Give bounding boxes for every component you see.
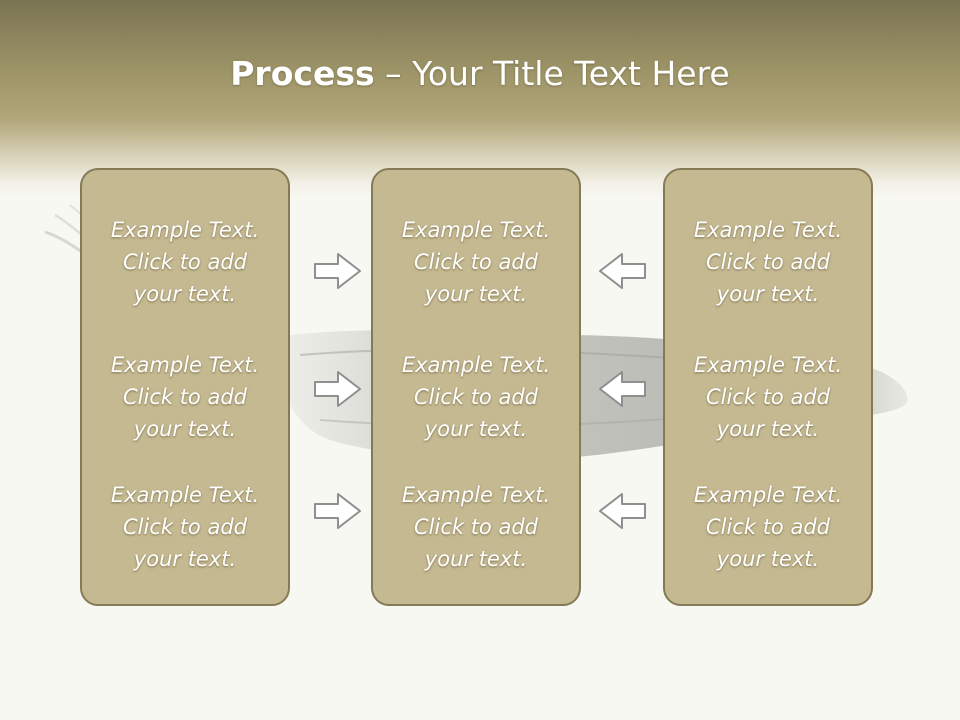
- arrow-right-icon[interactable]: [314, 370, 362, 408]
- text-line: Example Text.: [401, 353, 551, 377]
- slide-title[interactable]: Process – Your Title Text Here: [0, 52, 960, 96]
- text-line: Example Text.: [693, 218, 843, 242]
- text-line: your text.: [133, 282, 237, 306]
- panel-text-block[interactable]: Example Text. Click to add your text.: [665, 479, 871, 575]
- arrow-left-icon[interactable]: [598, 370, 646, 408]
- process-panel-left[interactable]: Example Text. Click to add your text. Exam…: [80, 168, 290, 606]
- arrow-right-icon[interactable]: [314, 252, 362, 290]
- text-line: Example Text.: [110, 483, 260, 507]
- text-line: your text.: [716, 417, 820, 441]
- text-line: Example Text.: [110, 353, 260, 377]
- panel-text-block[interactable]: Example Text. Click to add your text.: [373, 214, 579, 310]
- text-line: Click to add: [705, 515, 830, 539]
- title-bar: [0, 0, 960, 200]
- text-line: your text.: [424, 547, 528, 571]
- text-line: Example Text.: [693, 353, 843, 377]
- text-line: Click to add: [122, 385, 247, 409]
- text-line: Example Text.: [401, 483, 551, 507]
- arrow-left-icon[interactable]: [598, 492, 646, 530]
- text-line: your text.: [716, 547, 820, 571]
- text-line: Click to add: [705, 250, 830, 274]
- text-line: your text.: [716, 282, 820, 306]
- text-line: your text.: [133, 547, 237, 571]
- text-line: Click to add: [413, 250, 538, 274]
- arrow-left-icon[interactable]: [598, 252, 646, 290]
- panel-text-block[interactable]: Example Text. Click to add your text.: [82, 349, 288, 445]
- panel-text-block[interactable]: Example Text. Click to add your text.: [82, 479, 288, 575]
- text-line: Example Text.: [110, 218, 260, 242]
- panel-text-block[interactable]: Example Text. Click to add your text.: [665, 214, 871, 310]
- panel-text-block[interactable]: Example Text. Click to add your text.: [665, 349, 871, 445]
- text-line: Click to add: [413, 515, 538, 539]
- text-line: Click to add: [122, 515, 247, 539]
- process-panel-center[interactable]: Example Text. Click to add your text. Exam…: [371, 168, 581, 606]
- text-line: your text.: [424, 282, 528, 306]
- title-rest: – Your Title Text Here: [374, 54, 730, 93]
- panel-text-block[interactable]: Example Text. Click to add your text.: [82, 214, 288, 310]
- text-line: Example Text.: [401, 218, 551, 242]
- text-line: your text.: [424, 417, 528, 441]
- panel-text-block[interactable]: Example Text. Click to add your text.: [373, 349, 579, 445]
- text-line: Click to add: [413, 385, 538, 409]
- text-line: your text.: [133, 417, 237, 441]
- text-line: Example Text.: [693, 483, 843, 507]
- process-panel-right[interactable]: Example Text. Click to add your text. Exam…: [663, 168, 873, 606]
- text-line: Click to add: [122, 250, 247, 274]
- title-bold: Process: [230, 54, 375, 93]
- text-line: Click to add: [705, 385, 830, 409]
- arrow-right-icon[interactable]: [314, 492, 362, 530]
- panel-text-block[interactable]: Example Text. Click to add your text.: [373, 479, 579, 575]
